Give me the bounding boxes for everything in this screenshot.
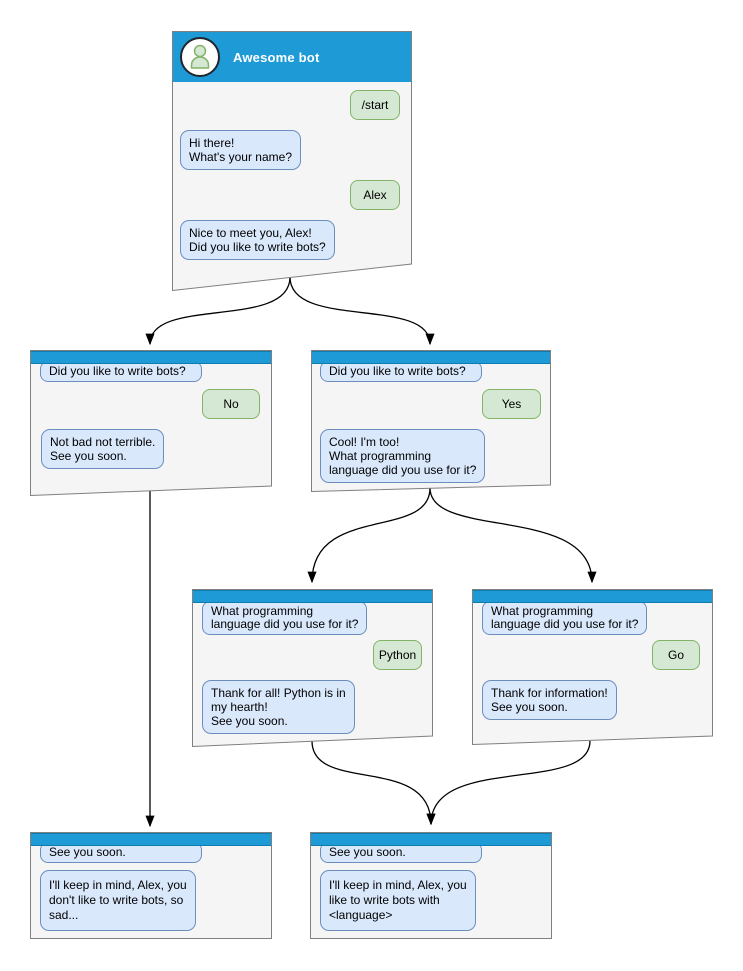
chat-node-no: Did you like to write bots? No Not bad n… (30, 350, 272, 496)
edge-yes-to-go (429, 487, 597, 584)
bot-message-echo: What programming language did you use fo… (202, 601, 368, 635)
bot-avatar (180, 37, 220, 77)
bot-message-reply: I'll keep in mind, Alex, you like to wri… (320, 870, 476, 931)
chat-node-yes: Did you like to write bots? Yes Cool! I'… (311, 350, 551, 492)
bot-message-reply: I'll keep in mind, Alex, you don't like … (40, 870, 196, 931)
user-message-start: /start (350, 90, 400, 120)
chat-titlebar (193, 590, 432, 603)
edge-go-to-end (426, 740, 591, 826)
bot-message-reply: Not bad not terrible. See you soon. (41, 429, 165, 469)
chat-titlebar (31, 351, 271, 364)
bot-message-echo: Did you like to write bots? (320, 361, 482, 382)
bot-message-greeting: Hi there! What's your name? (180, 130, 302, 170)
bot-message-echo: See you soon. (40, 842, 202, 863)
user-message-answer: No (202, 389, 260, 419)
bot-message-echo: Did you like to write bots? (40, 361, 202, 382)
edge-root-to-yes (289, 276, 435, 346)
bot-message-reply: Thank for information! See you soon. (482, 680, 617, 720)
edge-root-to-no (145, 276, 291, 346)
user-message-answer: Yes (482, 389, 541, 419)
chat-node-end-no: See you soon. I'll keep in mind, Alex, y… (30, 832, 272, 939)
chat-node-go: What programming language did you use fo… (472, 589, 713, 745)
user-message-answer: Go (652, 640, 700, 670)
chat-titlebar (312, 351, 550, 364)
chat-titlebar (31, 833, 271, 846)
chat-node-python: What programming language did you use fo… (192, 589, 433, 747)
chat-header: Awesome bot (173, 32, 411, 82)
edge-python-to-end (311, 740, 436, 826)
chat-node-end-yes: See you soon. I'll keep in mind, Alex, y… (310, 832, 552, 939)
bot-name-title: Awesome bot (233, 49, 320, 65)
user-message-answer: Python (373, 640, 422, 670)
bot-message-reply: Thank for all! Python is in my hearth! S… (202, 680, 355, 734)
chat-node-root: Awesome bot /start Hi there! What's your… (172, 31, 412, 291)
bot-message-echo: What programming language did you use fo… (482, 601, 648, 635)
chat-titlebar (311, 833, 551, 846)
bot-message-question: Nice to meet you, Alex! Did you like to … (180, 220, 335, 260)
person-icon (190, 44, 210, 69)
bot-message-echo: See you soon. (320, 842, 482, 863)
edge-yes-to-python (307, 487, 431, 584)
user-message-name: Alex (350, 180, 400, 210)
bot-message-reply: Cool! I'm too! What programming language… (320, 429, 486, 483)
chat-titlebar (473, 590, 712, 603)
